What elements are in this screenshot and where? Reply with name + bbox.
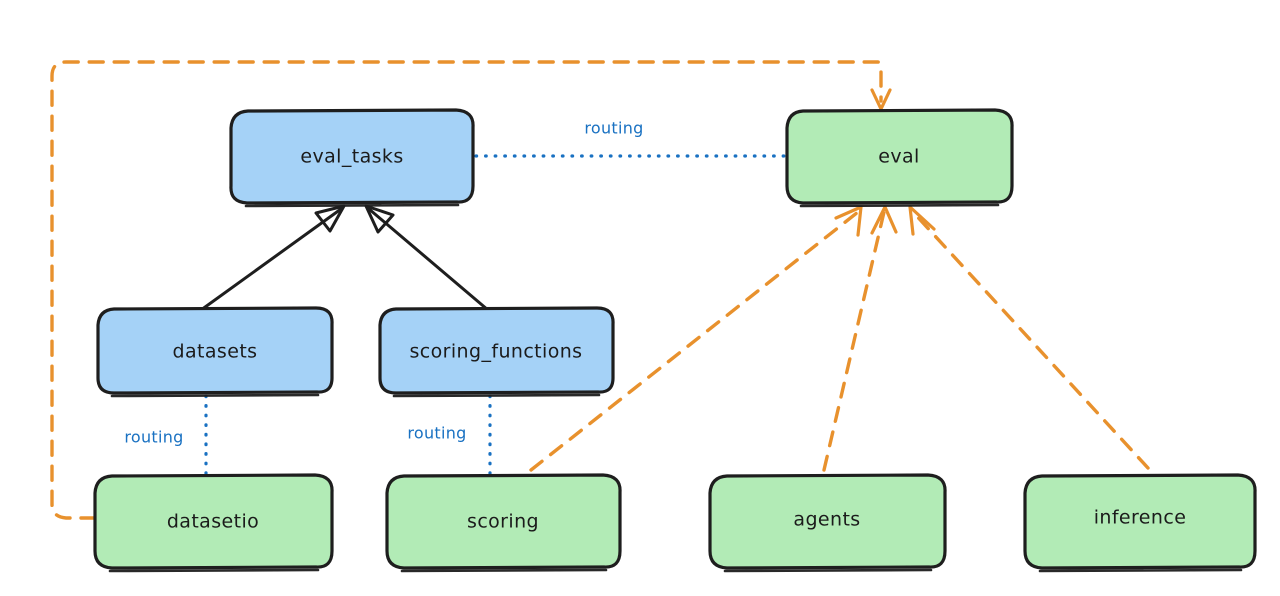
node-eval[interactable]: eval (785, 108, 1014, 208)
node-label-scoring-functions: scoring_functions (410, 341, 583, 363)
node-datasets[interactable]: datasets (96, 306, 334, 398)
edge-label-routing-datasets-datasetio: routing (124, 428, 183, 447)
edge-label-routing-scoring-functions-scoring: routing (407, 424, 466, 443)
edge-datasets-to-eval-tasks (199, 204, 346, 312)
edge-label-routing-eval-tasks-eval: routing (584, 119, 643, 138)
node-eval-tasks[interactable]: eval_tasks (229, 108, 475, 208)
node-agents[interactable]: agents (708, 473, 947, 573)
edge-inference-to-eval (908, 205, 1150, 470)
node-label-eval: eval (878, 146, 919, 168)
node-label-agents: agents (793, 509, 860, 531)
node-scoring[interactable]: scoring (385, 473, 622, 573)
edge-agents-to-eval (822, 205, 898, 472)
node-label-datasets: datasets (173, 341, 258, 363)
edge-scoring-functions-to-eval-tasks (364, 204, 490, 312)
node-scoring-functions[interactable]: scoring_functions (378, 306, 615, 398)
node-label-inference: inference (1094, 507, 1187, 529)
node-inference[interactable]: inference (1023, 473, 1257, 573)
node-label-eval-tasks: eval_tasks (300, 146, 403, 168)
node-label-scoring: scoring (467, 511, 539, 533)
edge-scoring-to-eval (529, 205, 863, 472)
node-label-datasetio: datasetio (167, 511, 259, 533)
node-datasetio[interactable]: datasetio (93, 473, 334, 573)
